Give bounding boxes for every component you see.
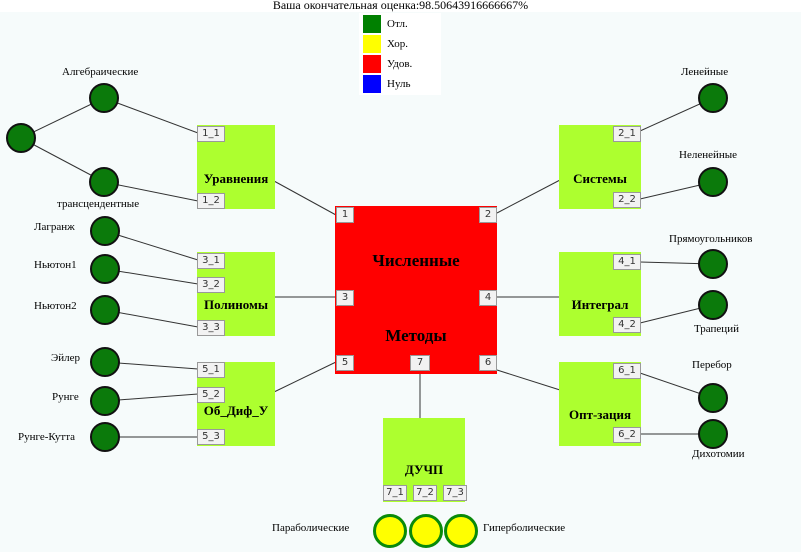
topic-title: Полиномы bbox=[204, 297, 268, 312]
center-title-line1: Численные bbox=[372, 251, 460, 270]
tag-5-3[interactable]: 5_3 bbox=[197, 429, 225, 445]
node-enumeration[interactable] bbox=[698, 383, 728, 413]
tag-3-1[interactable]: 3_1 bbox=[197, 253, 225, 269]
legend-swatch bbox=[363, 55, 381, 73]
node-algebraic[interactable] bbox=[89, 83, 119, 113]
center-numerical-methods-box[interactable]: Численные Методы bbox=[335, 206, 497, 374]
tag-4-1[interactable]: 4_1 bbox=[613, 254, 641, 270]
node-newton1[interactable] bbox=[90, 254, 120, 284]
node-label-dichotomy: Дихотомии bbox=[692, 448, 745, 460]
node-linear[interactable] bbox=[698, 83, 728, 113]
center-tag-7[interactable]: 7 bbox=[410, 355, 430, 371]
topic-title: Системы bbox=[573, 171, 627, 186]
legend-swatch bbox=[363, 15, 381, 33]
tag-6-1[interactable]: 6_1 bbox=[613, 363, 641, 379]
topic-title: ДУЧП bbox=[404, 462, 444, 477]
tag-7-3[interactable]: 7_3 bbox=[443, 485, 467, 501]
node-dichotomy[interactable] bbox=[698, 419, 728, 449]
node-runge-kutta[interactable] bbox=[90, 422, 120, 452]
topic-title: Интеграл bbox=[571, 297, 629, 312]
node-label-lagrange: Лагранж bbox=[34, 221, 75, 233]
center-title-line2: Методы bbox=[385, 326, 447, 345]
node-label-linear: Ленейные bbox=[681, 66, 729, 78]
center-tag-6[interactable]: 6 bbox=[479, 355, 497, 371]
node-trapezoid[interactable] bbox=[698, 290, 728, 320]
tag-3-2[interactable]: 3_2 bbox=[197, 277, 225, 293]
tag-3-3[interactable]: 3_3 bbox=[197, 320, 225, 336]
topic-title: Об_Диф_У bbox=[203, 403, 269, 418]
node-label-trapezoid: Трапеций bbox=[694, 323, 739, 335]
topic-title: Уравнения bbox=[203, 171, 269, 186]
legend-label: Удов. bbox=[387, 58, 413, 70]
node-label-transcendental: трансцендентные bbox=[57, 198, 140, 210]
node-label-nonlinear: Неленейные bbox=[679, 149, 738, 161]
tag-4-2[interactable]: 4_2 bbox=[613, 317, 641, 333]
node-label-parabolic: Параболические bbox=[272, 522, 350, 534]
topic-title: Опт-зация bbox=[568, 407, 632, 422]
node-hyperbolic[interactable] bbox=[444, 514, 478, 548]
tag-5-2[interactable]: 5_2 bbox=[197, 387, 225, 403]
node-parabolic[interactable] bbox=[373, 514, 407, 548]
final-score-text: Ваша окончательная оценка:98.50643916666… bbox=[272, 0, 529, 12]
node-label-runge: Рунге bbox=[52, 391, 79, 403]
center-tag-1[interactable]: 1 bbox=[336, 207, 354, 223]
center-tag-4[interactable]: 4 bbox=[479, 290, 497, 306]
node-newton2[interactable] bbox=[90, 295, 120, 325]
node-label-euler: Эйлер bbox=[51, 352, 81, 364]
tag-7-2[interactable]: 7_2 bbox=[413, 485, 437, 501]
tag-2-1[interactable]: 2_1 bbox=[613, 126, 641, 142]
node-label-algebraic: Алгебраические bbox=[62, 66, 139, 78]
tag-7-1[interactable]: 7_1 bbox=[383, 485, 407, 501]
tag-2-2[interactable]: 2_2 bbox=[613, 192, 641, 208]
node-rectangles[interactable] bbox=[698, 249, 728, 279]
center-tag-3[interactable]: 3 bbox=[336, 290, 354, 306]
node-transcendental[interactable] bbox=[89, 167, 119, 197]
tag-1-2[interactable]: 1_2 bbox=[197, 193, 225, 209]
node-euler[interactable] bbox=[90, 347, 120, 377]
center-tag-5[interactable]: 5 bbox=[336, 355, 354, 371]
node-label-enumeration: Перебор bbox=[692, 359, 732, 371]
node-equations-root[interactable] bbox=[6, 123, 36, 153]
node-nonlinear[interactable] bbox=[698, 167, 728, 197]
legend-label: Хор. bbox=[387, 38, 409, 50]
legend-label: Отл. bbox=[387, 18, 408, 30]
node-lagrange[interactable] bbox=[90, 216, 120, 246]
node-runge[interactable] bbox=[90, 386, 120, 416]
center-tag-2[interactable]: 2 bbox=[479, 207, 497, 223]
node-label-newton2: Ньютон2 bbox=[34, 300, 77, 312]
tag-6-2[interactable]: 6_2 bbox=[613, 427, 641, 443]
tag-5-1[interactable]: 5_1 bbox=[197, 362, 225, 378]
node-label-rectangles: Прямоугольников bbox=[669, 233, 753, 245]
node-label-hyperbolic: Гиперболические bbox=[483, 522, 566, 534]
node-label-runge-kutta: Рунге-Кутта bbox=[18, 431, 76, 443]
node-pde-middle[interactable] bbox=[409, 514, 443, 548]
legend-swatch bbox=[363, 35, 381, 53]
legend-label: Нуль bbox=[387, 78, 411, 90]
legend: Отл. Хор. Удов. Нуль bbox=[359, 13, 441, 95]
legend-swatch bbox=[363, 75, 381, 93]
tag-1-1[interactable]: 1_1 bbox=[197, 126, 225, 142]
node-label-newton1: Ньютон1 bbox=[34, 259, 77, 271]
